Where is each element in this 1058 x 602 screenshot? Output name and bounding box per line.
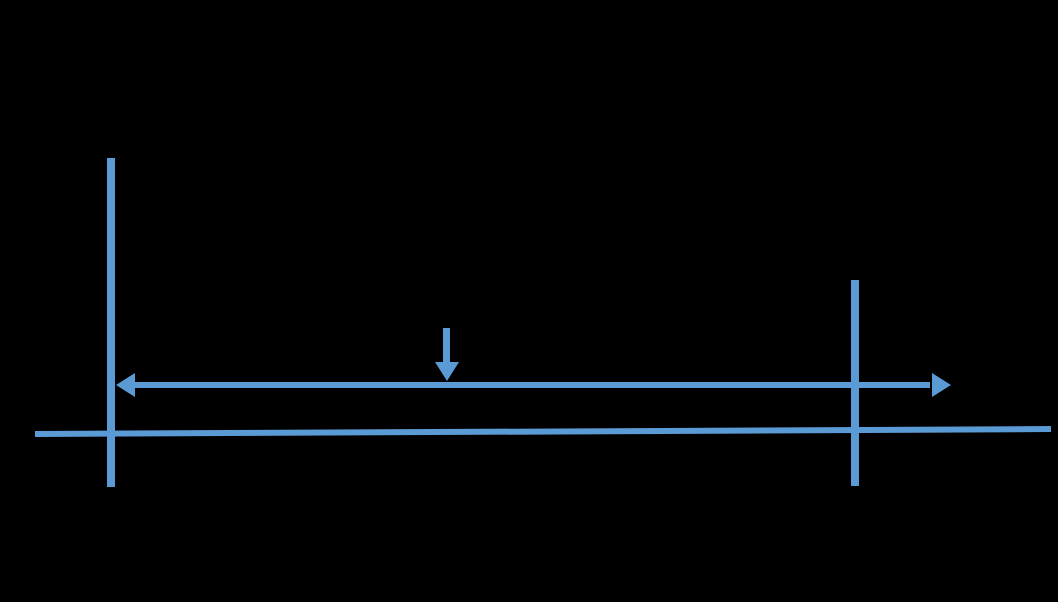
left-arrowhead-icon [116, 373, 135, 397]
down-arrowhead-icon [435, 362, 459, 381]
baseline-line [34, 426, 1052, 437]
left-boundary-line [107, 158, 115, 487]
span-arrow-shaft [130, 382, 930, 388]
right-arrowhead-icon [932, 373, 951, 397]
down-arrow-shaft [443, 328, 450, 363]
